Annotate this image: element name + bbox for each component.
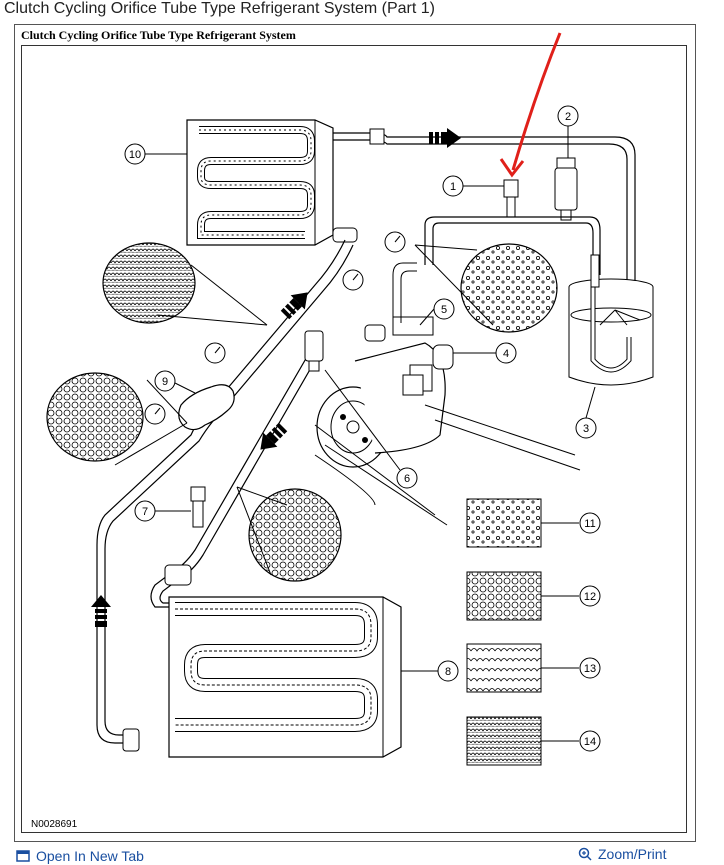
page-caption: Clutch Cycling Orifice Tube Type Refrige… xyxy=(4,0,435,17)
annotation-arrow xyxy=(499,32,562,178)
open-new-tab-label: Open In New Tab xyxy=(36,848,144,864)
orifice-tube xyxy=(178,384,235,431)
flow-arrow-top xyxy=(429,128,461,148)
gauge-icons xyxy=(144,231,406,425)
figure-code: N0028691 xyxy=(31,819,78,830)
magnifier-waves xyxy=(102,242,268,326)
zoom-icon xyxy=(578,847,592,861)
compressor xyxy=(314,342,581,526)
flow-arrow-mid xyxy=(280,292,308,320)
callout-2-label: 2 xyxy=(565,111,571,123)
magnifier-bubbles-left xyxy=(46,372,188,466)
flow-arrow-up xyxy=(91,595,111,627)
pressure-sensor-2 xyxy=(554,157,578,221)
callout-5-label: 5 xyxy=(441,304,447,316)
callout-9 xyxy=(154,370,176,392)
callout-7-label: 7 xyxy=(142,506,148,518)
accumulator xyxy=(568,254,654,386)
callout-6-label: 6 xyxy=(404,473,410,485)
callout-13-label: 13 xyxy=(584,663,596,675)
zoom-print-label: Zoom/Print xyxy=(598,846,667,862)
callout-11-label: 11 xyxy=(584,518,595,530)
bottom-link-bar: Open In New Tab Zoom/Print xyxy=(0,846,724,865)
window-icon xyxy=(16,850,30,862)
evaporator xyxy=(122,564,402,758)
compressor-valve xyxy=(364,262,434,342)
callout-1-label: 1 xyxy=(450,181,456,193)
callout-4-label: 4 xyxy=(503,348,509,360)
diagram-frame xyxy=(21,45,687,833)
cycling-switch-6 xyxy=(304,330,324,372)
callout-10-label: 10 xyxy=(129,149,141,161)
callout-12-label: 12 xyxy=(584,591,596,603)
zoom-print-link[interactable]: Zoom/Print xyxy=(578,846,666,862)
legend-liquid-vapor: 13 xyxy=(466,643,601,693)
magnifier-bubbles-bottom xyxy=(236,486,342,582)
open-new-tab-link[interactable]: Open In New Tab xyxy=(16,848,144,864)
callout-3-label: 3 xyxy=(583,423,589,435)
service-valve-7 xyxy=(190,486,206,528)
flow-arrow-down xyxy=(260,422,288,450)
legend-vapor-liquid: 12 xyxy=(466,571,601,621)
callout-6 xyxy=(396,467,418,489)
refrigerant-system-diagram: 10 1 2 xyxy=(46,32,654,766)
figure-title: Clutch Cycling Orifice Tube Type Refrige… xyxy=(21,28,296,42)
legend-vapor: 11 xyxy=(466,498,601,548)
condenser xyxy=(186,119,636,285)
diagram-figure: Clutch Cycling Orifice Tube Type Refrige… xyxy=(14,24,696,842)
callout-8-label: 8 xyxy=(445,666,451,678)
legend-liquid: 14 xyxy=(466,716,601,766)
callout-14-label: 14 xyxy=(584,736,596,748)
pressure-switch-1 xyxy=(503,179,519,218)
magnifier-dots xyxy=(414,243,558,333)
callout-9-label: 9 xyxy=(162,376,168,388)
